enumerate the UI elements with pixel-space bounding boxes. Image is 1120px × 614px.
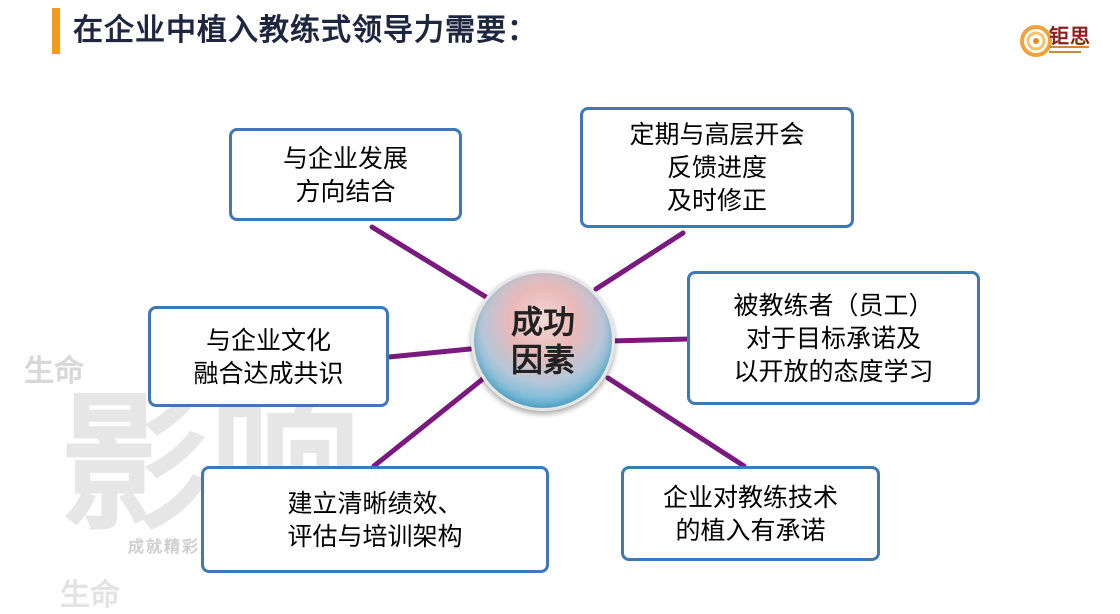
connector-performance-framework xyxy=(371,371,492,469)
connector-regular-meetings xyxy=(593,230,686,292)
connector-culture-consensus xyxy=(386,346,473,360)
factor-regular-meetings: 定期与高层开会 反馈进度 及时修正 xyxy=(580,107,854,228)
page-title: 在企业中植入教练式领导力需要： xyxy=(73,13,538,48)
factor-company-commitment: 企业对教练技术 的植入有承诺 xyxy=(621,466,880,561)
connector-lines xyxy=(369,224,747,469)
connector-company-commitment xyxy=(605,375,747,469)
factor-company-direction: 与企业发展 方向结合 xyxy=(229,128,462,221)
center-success-factors: 成功 因素 xyxy=(471,270,615,411)
brand-logo: 钜思 xyxy=(1017,20,1091,58)
logo-fine-print-icon xyxy=(1049,46,1089,53)
connector-company-direction xyxy=(369,224,489,300)
factor-performance-framework: 建立清晰绩效、 评估与培训架构 xyxy=(201,466,549,573)
title-accent-bar xyxy=(52,8,60,54)
logo-wordmark: 钜思 xyxy=(1049,24,1091,48)
connector-coachee-commitment xyxy=(606,336,692,344)
factor-culture-consensus: 与企业文化 融合达成共识 xyxy=(148,306,389,407)
swirl-icon xyxy=(1020,25,1052,57)
factor-coachee-commitment: 被教练者（员工） 对于目标承诺及 以开放的态度学习 xyxy=(687,271,980,405)
